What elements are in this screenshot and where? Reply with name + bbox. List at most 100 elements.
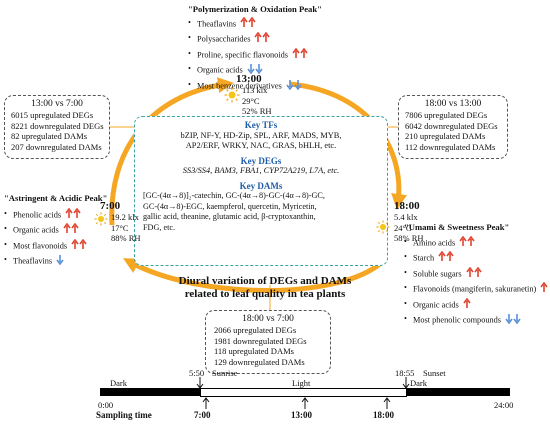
peak-title: "Astringent & Acidic Peak" (4, 193, 108, 203)
up-arrows-icon (240, 16, 256, 33)
comparison-line: 207 downregulated DAMs (11, 141, 102, 152)
arrow-18-to-7 (122, 258, 384, 293)
up-arrows-icon (254, 31, 271, 48)
up-arrows-icon (466, 266, 482, 283)
key-dams-line: [GC-(4α→8)]₂-catechin, GC-(4α→8)-GC-(4α→… (143, 191, 325, 200)
light-value: 113 klx (242, 85, 268, 95)
down-arrows-icon (286, 79, 302, 95)
main-title-line: related to leaf quality in tea plants (184, 288, 346, 300)
comparison-line: 7806 upregulated DEGs (405, 110, 488, 120)
comparison-title: 13:00 vs 7:00 (31, 99, 83, 109)
peak-polymerization: "Polymerization & Oxidation Peak" Theafl… (188, 4, 328, 94)
sample-time: 18:00 (373, 410, 394, 420)
up-arrows-icon (65, 207, 81, 224)
timeline-end: 24:00 (494, 400, 514, 410)
comparison-18-vs-13: 18:00 vs 13:00 7806 upregulated DEGs 604… (398, 95, 508, 159)
comparison-title: 18:00 vs 13:00 (424, 99, 482, 109)
main-title: Diural variation of DEGs and DAMs relate… (160, 275, 370, 301)
sample-arrow-icon (202, 397, 210, 409)
temp-value: 29°C (242, 95, 260, 106)
peak-title: "Polymerization & Oxidation Peak" (188, 4, 322, 14)
peak-umami: "Umami & Sweetness Peak" Amino acids Sta… (404, 222, 548, 329)
sampling-label: Sampling time (96, 410, 152, 420)
timepoint-13: 13:00 113 klx 29°C 52% RH (224, 73, 308, 117)
peak-astringent: "Astringent & Acidic Peak" Phenolic acid… (4, 193, 114, 270)
light-value: 5.4 klx (394, 212, 418, 222)
rh-value: 52% RH (242, 106, 272, 116)
main-title-line: Diural variation of DEGs and DAMs (178, 275, 352, 287)
list-item: Most phenolic compounds (404, 313, 548, 329)
timeline: 5:50 Sunrise 18:55 Sunset Dark Light Dar… (0, 368, 550, 424)
comparison-13-vs-7: 13:00 vs 7:00 6015 upregulated DEGs 8221… (4, 95, 110, 159)
list-item: Theaflavins (4, 254, 114, 270)
down-arrow-icon (56, 254, 64, 270)
key-tfs-title: Key TFs (244, 120, 278, 130)
comparison-line: 1981 downregulated DEGs (214, 335, 307, 346)
sunrise-label: Sunrise (212, 368, 238, 378)
down-arrows-icon (505, 313, 521, 329)
sun-icon (94, 212, 108, 226)
sunrise-time: 5:50 (189, 368, 205, 378)
light-value: 19.2 klx (111, 212, 139, 222)
up-arrows-icon (438, 250, 454, 267)
list-item: Most benzene derivatives (188, 79, 328, 95)
comparison-18-vs-7: 18:00 vs 7:00 2066 upregulated DEGs 1981… (205, 310, 331, 374)
list-item: Organic acids (188, 63, 328, 79)
timepoint-label: 18:00 (394, 200, 420, 212)
up-arrows-icon (292, 47, 308, 64)
up-arrows-icon (63, 222, 79, 239)
rh-value: 88% RH (111, 233, 141, 243)
list-item: Phenolic acids (4, 207, 114, 224)
peak-list: Amino acids Starch Soluble sugars Flavon… (404, 235, 548, 329)
list-item: Organic acids (404, 297, 548, 314)
key-tfs-line: bZIP, NF-Y, HD-Zip, SPL, ARF, MADS, MYB, (180, 130, 342, 140)
timeline-start: 0:00 (98, 400, 114, 410)
key-dams-line: GC-(4α→8)-EGC, kaempferol, quercetin, My… (143, 201, 317, 211)
key-dams-title: Key DAMs (239, 180, 283, 191)
key-degs-line: SS3/SS4, BAM3, FBA1, CYP72A219, L7A, etc… (182, 166, 340, 175)
key-dams-line: FDG, etc. (143, 222, 176, 232)
peak-list: Phenolic acids Organic acids Most flavon… (4, 207, 114, 270)
list-item: Most flavonoids (4, 238, 114, 255)
key-degs-title: Key DEGs (240, 155, 282, 166)
temp-value: 24°C (394, 222, 412, 233)
comparison-line: 6015 upregulated DEGs (11, 110, 94, 120)
timepoint-label: 7:00 (100, 200, 121, 212)
list-item: Theaflavins (188, 16, 328, 33)
list-item: Starch (404, 250, 548, 267)
comparison-line: 82 upregulated DAMs (11, 131, 88, 141)
list-item: Proline, specific flavonoids (188, 47, 328, 64)
dark-segment-right (406, 388, 510, 396)
sample-time: 13:00 (291, 410, 312, 420)
comparison-line: 210 upregulated DAMs (405, 131, 486, 141)
peak-list: Theaflavins Polysaccharides Proline, spe… (188, 16, 328, 95)
dark-label-left: Dark (110, 378, 127, 388)
up-arrow-icon (540, 281, 548, 298)
sunset-label: Sunset (423, 368, 446, 378)
comparison-title: 18:00 vs 7:00 (242, 314, 294, 324)
timepoint-7: 7:00 19.2 klx 17°C 88% RH (94, 200, 166, 244)
key-tfs-line: AP2/ERF, WRKY, NAC, GRAS, bHLH, etc. (185, 141, 337, 150)
comparison-line: 2066 upregulated DEGs (214, 325, 297, 335)
light-segment (200, 388, 407, 397)
sunset-time: 18:55 (395, 368, 415, 378)
down-arrows-icon (247, 63, 263, 79)
dark-segment-left (100, 388, 200, 396)
up-arrows-icon (459, 235, 475, 252)
list-item: Organic acids (4, 222, 114, 239)
sample-time: 7:00 (194, 410, 211, 420)
comparison-line: 6042 downregulated DEGs (405, 120, 498, 131)
up-arrows-icon (71, 238, 87, 255)
list-item: Flavonoids (mangiferin, sakuranetin) (404, 281, 548, 298)
peak-title: "Umami & Sweetness Peak" (404, 222, 510, 232)
dark-label-right: Dark (410, 378, 427, 388)
up-arrow-icon (463, 297, 471, 314)
sun-icon (224, 87, 240, 103)
comparison-line: 118 upregulated DAMs (214, 346, 294, 356)
list-item: Polysaccharides (188, 31, 328, 48)
timepoint-label: 13:00 (236, 73, 262, 85)
list-item: Soluble sugars (404, 266, 548, 283)
list-item: Amino acids (404, 235, 548, 252)
comparison-line: 8221 downregulated DEGs (11, 120, 104, 131)
key-box: Key TFs bZIP, NF-Y, HD-Zip, SPL, ARF, MA… (134, 116, 388, 266)
